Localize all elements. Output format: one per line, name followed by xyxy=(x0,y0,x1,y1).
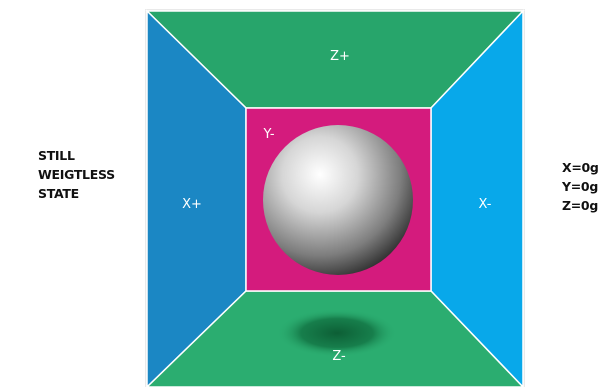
ball-ground-shadow xyxy=(277,309,397,357)
face-left-label: X+ xyxy=(182,197,202,212)
face-right-label: X- xyxy=(479,197,492,212)
state-caption-line-1: STILL xyxy=(38,148,75,163)
face-back-label: Y- xyxy=(262,127,274,142)
face-bottom-label: Z- xyxy=(332,349,346,364)
state-caption-line-3: STATE xyxy=(38,186,79,201)
axis-readout-x: X=0g xyxy=(562,160,599,175)
state-caption-line-2: WEIGTLESS xyxy=(38,167,115,182)
axis-readout-y: Y=0g xyxy=(562,179,598,194)
axis-readout-z: Z=0g xyxy=(562,198,598,213)
axis-readout: X=0g Y=0g Z=0g xyxy=(562,158,599,215)
ball xyxy=(263,125,413,275)
face-top-label: Z+ xyxy=(330,49,350,64)
state-caption: STILL WEIGTLESS STATE xyxy=(38,146,115,203)
